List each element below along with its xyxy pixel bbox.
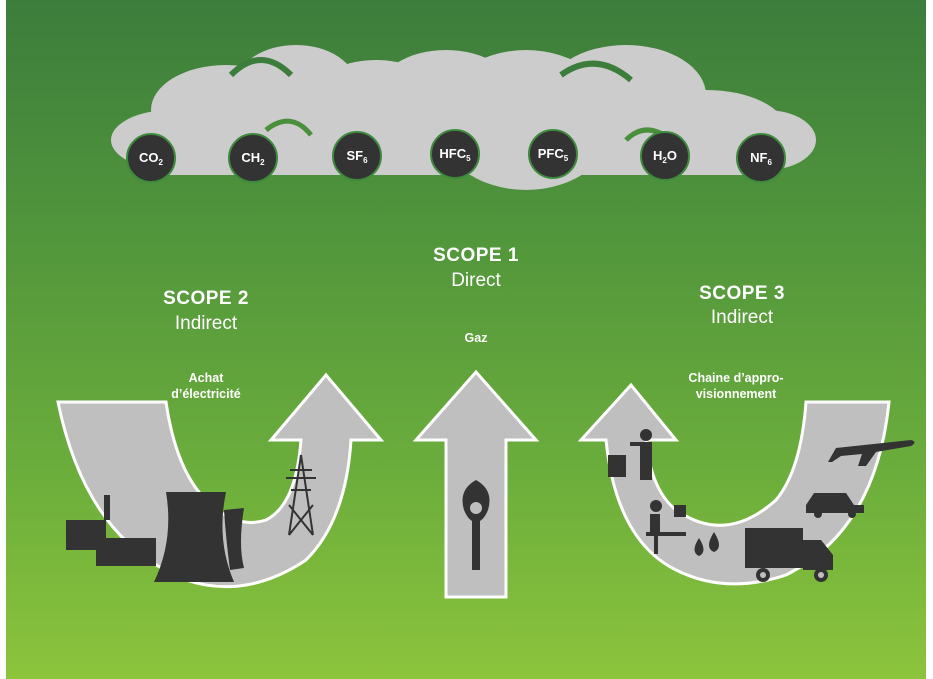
cooling-tower-icon — [154, 492, 244, 582]
gas-co2: CO2 — [126, 133, 176, 183]
gas-pfc5-label: PFC5 — [537, 145, 569, 163]
gas-sf6: SF6 — [332, 131, 382, 181]
airplane-icon — [828, 440, 915, 466]
scope1-type: Direct — [451, 270, 501, 291]
scope1-source: Gaz — [464, 331, 488, 345]
gas-hfc5-label: HFC5 — [439, 145, 471, 163]
gas-hfc5: HFC5 — [430, 129, 480, 179]
scope1-title: SCOPE 1 — [433, 245, 519, 266]
gas-flame-icon — [462, 480, 490, 570]
power-pylon-icon — [286, 454, 316, 536]
scope3-arrow — [577, 382, 891, 586]
scope2-source-line1: Achat — [188, 371, 224, 385]
scope3-source-line1: Chaine d’appro- — [688, 371, 784, 385]
scope2-source: Achat d’électricité — [146, 370, 266, 402]
scope2-title: SCOPE 2 — [163, 288, 249, 309]
gas-pfc5: PFC5 — [528, 129, 578, 179]
gas-h2o-label: H2O — [653, 147, 677, 165]
scope3-type: Indirect — [710, 307, 774, 328]
car-icon — [806, 493, 864, 518]
scope3-source-line2: visionnement — [695, 387, 777, 401]
trash-person-icon — [608, 429, 652, 480]
factory-icon — [66, 495, 156, 566]
ghg-scopes-diagram: CO2 CH2 SF6 HFC5 PFC5 H2O NF6 SCOPE 1 Di… — [6, 0, 926, 679]
scope3-source: Chaine d’appro- visionnement — [656, 370, 816, 402]
truck-icon — [745, 528, 833, 582]
scope2-source-line2: d’électricité — [171, 387, 241, 401]
gas-co2-label: CO2 — [139, 149, 163, 167]
gas-nf6-label: NF6 — [750, 149, 772, 167]
scope3-title: SCOPE 3 — [699, 283, 785, 304]
gas-nf6: NF6 — [736, 133, 786, 183]
gas-ch2: CH2 — [228, 133, 278, 183]
oil-drop-icon — [694, 532, 719, 556]
gas-sf6-label: SF6 — [346, 147, 368, 165]
scope2-type: Indirect — [174, 313, 238, 334]
desk-worker-icon — [646, 500, 686, 554]
gas-ch2-label: CH2 — [241, 149, 265, 167]
gas-h2o: H2O — [640, 131, 690, 181]
